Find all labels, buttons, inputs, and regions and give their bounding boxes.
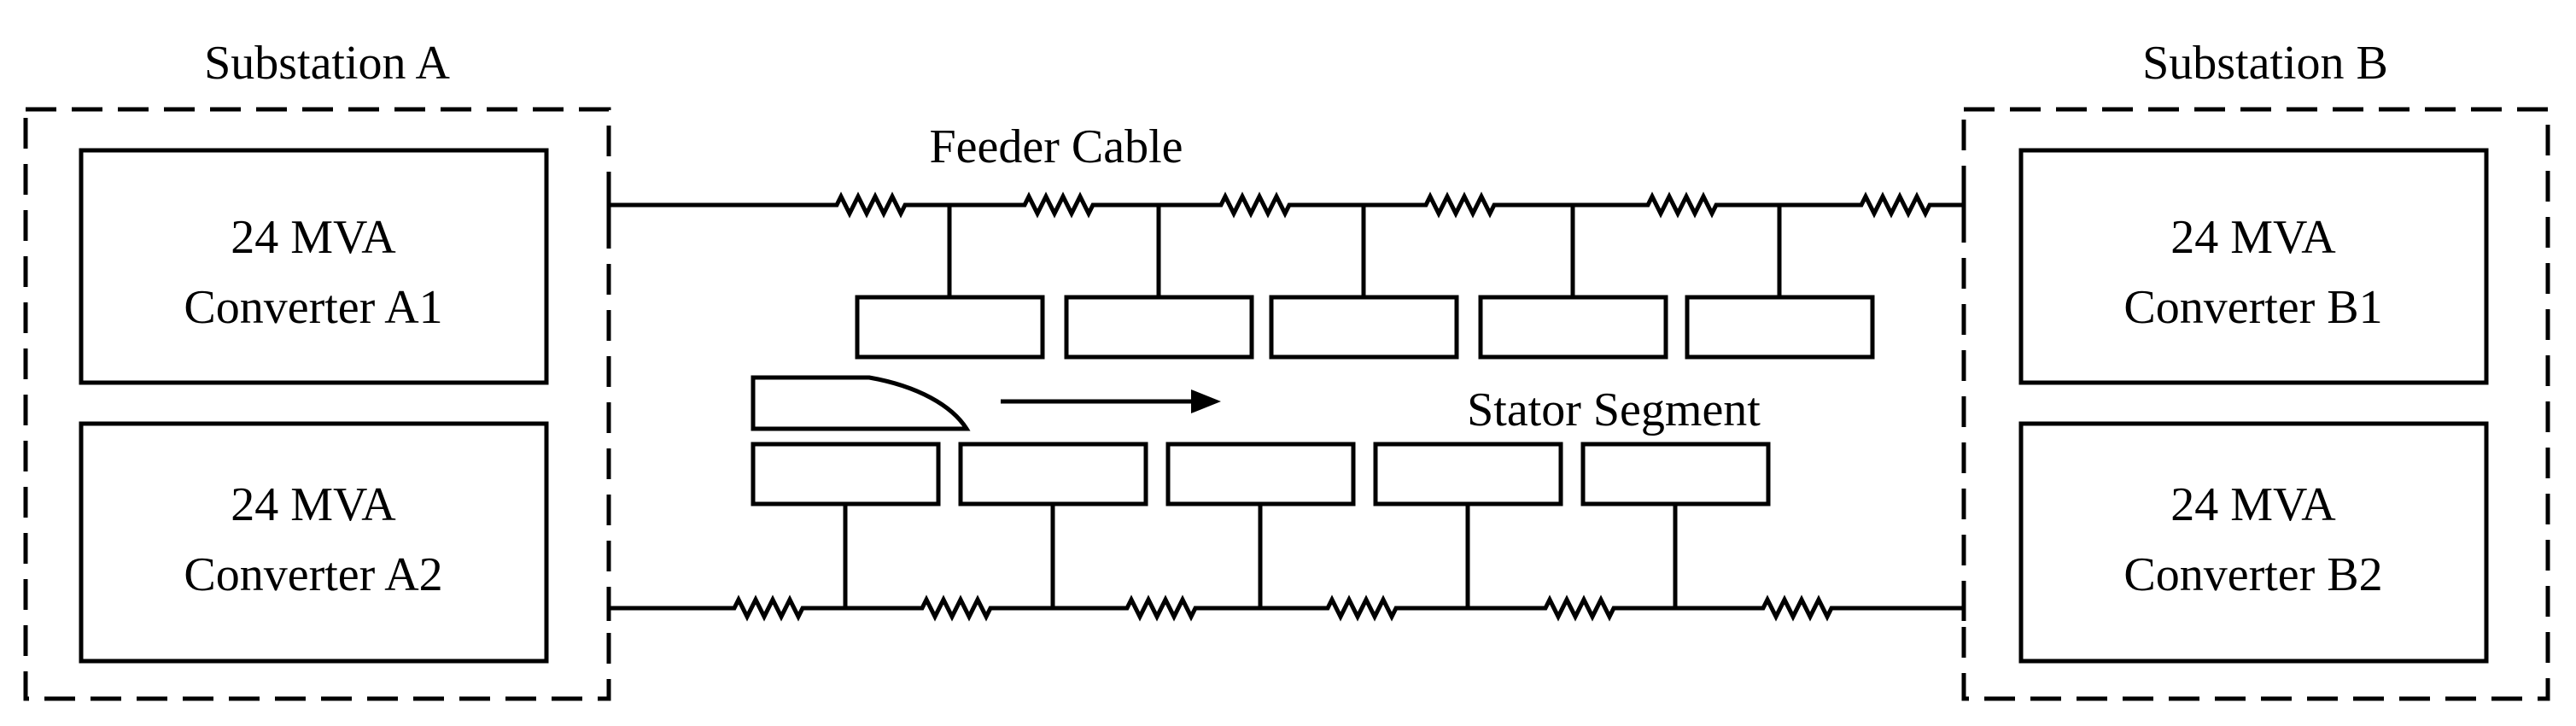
train-vehicle [751, 375, 971, 431]
lower-feeder-cable [606, 504, 1966, 622]
converter-a1-rating: 24 MVA [231, 211, 396, 264]
stator-segment [1269, 295, 1459, 360]
converter-a2-box [79, 421, 549, 664]
converter-b2-name: Converter B2 [2123, 548, 2382, 601]
converter-a1: 24 MVA Converter A1 [79, 148, 549, 385]
converter-b2: 24 MVA Converter B2 [2018, 421, 2489, 664]
converter-a1-name: Converter A1 [184, 281, 442, 334]
feeder-cable-label: Feeder Cable [930, 120, 1183, 173]
substation-a: Substation A 24 MVA Converter A1 24 MVA … [23, 37, 611, 701]
stator-segment [1580, 442, 1771, 506]
substation-b: Substation B 24 MVA Converter B1 24 MVA … [1961, 37, 2550, 701]
upper-feeder-line [609, 191, 1964, 219]
upper-stator-row [855, 295, 1875, 360]
stator-segment [1373, 442, 1563, 506]
stator-segment-label: Stator Segment [1467, 383, 1761, 436]
stator-segment [1478, 295, 1668, 360]
stator-segment [751, 442, 941, 506]
substation-a-boundary [23, 107, 611, 701]
converter-a2: 24 MVA Converter A2 [79, 421, 549, 664]
substation-b-title: Substation B [2142, 37, 2388, 90]
converter-b1-rating: 24 MVA [2170, 211, 2336, 264]
substation-a-title: Substation A [204, 37, 450, 90]
converter-b1-box [2018, 148, 2489, 385]
lower-feeder-line [609, 594, 1964, 622]
converter-b2-rating: 24 MVA [2170, 478, 2336, 531]
stator-segment [958, 442, 1148, 506]
stator-segment [1064, 295, 1254, 360]
converter-b1: 24 MVA Converter B1 [2018, 148, 2489, 385]
upper-feeder-cable [606, 191, 1966, 297]
direction-arrow [1001, 389, 1221, 413]
converter-a1-box [79, 148, 549, 385]
converter-a2-name: Converter A2 [184, 548, 442, 601]
stator-segment [1165, 442, 1356, 506]
converter-b2-box [2018, 421, 2489, 664]
substation-b-boundary [1961, 107, 2550, 701]
lower-stator-row [751, 442, 1771, 506]
stator-segment [855, 295, 1045, 360]
converter-a2-rating: 24 MVA [231, 478, 396, 531]
stator-segment [1685, 295, 1875, 360]
converter-b1-name: Converter B1 [2123, 281, 2382, 334]
direction-arrow-head [1191, 389, 1221, 413]
